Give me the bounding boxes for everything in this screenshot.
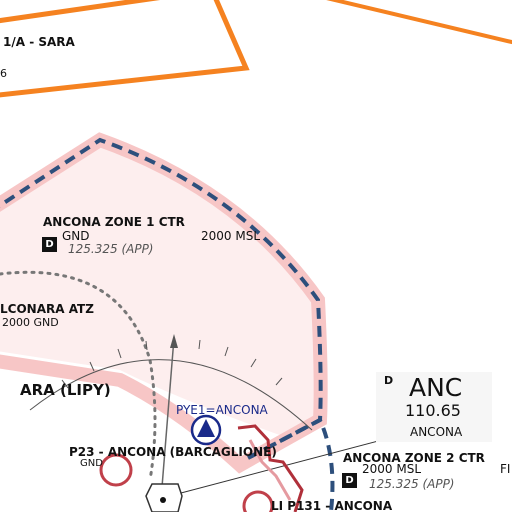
atz-boundary [0, 270, 157, 482]
zone1-frequency: 125.325 (APP) [68, 242, 154, 256]
zone2-class-badge: D [342, 473, 357, 488]
zone1-class-badge: D [42, 237, 57, 252]
vor-class: D [384, 374, 394, 387]
edge-label: FI [500, 462, 511, 476]
reporting-point-icon [190, 414, 222, 446]
zone1-upper-limit: 2000 MSL [201, 229, 261, 243]
restricted-area-label: 1/A - SARA [3, 35, 75, 49]
vor-name: ANCONA [410, 425, 463, 439]
zone1-lower-limit: GND [62, 229, 90, 243]
zone1-name: ANCONA ZONE 1 CTR [43, 215, 185, 229]
aerodrome-icon [145, 483, 183, 512]
zone2-upper-limit: 2000 MSL [362, 462, 422, 476]
vor-frequency: 110.65 [405, 401, 461, 420]
prohibited-area-lower: GND [80, 458, 103, 469]
prohibited-area-name: P23 - ANCONA (BARCAGLIONE) [69, 445, 277, 459]
restricted-area-boundary [0, 0, 250, 98]
restricted-area-boundary-east [326, 0, 512, 45]
atz-limits: 2000 GND [2, 316, 59, 329]
prohibited-area-p131 [242, 490, 274, 512]
zone2-frequency: 125.325 (APP) [369, 477, 455, 491]
ctr-zone1-fill [0, 140, 321, 438]
prohibited-area-p23 [99, 453, 133, 487]
north-arrow [170, 334, 178, 348]
ctr-zone1-boundary [0, 137, 323, 460]
reporting-point-name: PYE1=ANCONA [176, 403, 268, 417]
airport-name: ARA (LIPY) [20, 381, 111, 399]
p131-name: LI P131 - ANCONA [271, 499, 393, 512]
danger-area-outline [237, 424, 304, 512]
north-line [159, 337, 175, 512]
atz-name: LCONARA ATZ [0, 302, 94, 316]
restricted-area-sublabel: 6 [0, 67, 7, 80]
danger-area-inner [248, 439, 292, 501]
vor-info-box [376, 372, 492, 442]
vor-ident: ANC [409, 373, 463, 402]
ctr-zone2-boundary [247, 417, 335, 512]
compass-rose-arc [29, 359, 313, 431]
zone2-name: ANCONA ZONE 2 CTR [343, 451, 485, 465]
compass-rose-ticks [61, 339, 283, 389]
